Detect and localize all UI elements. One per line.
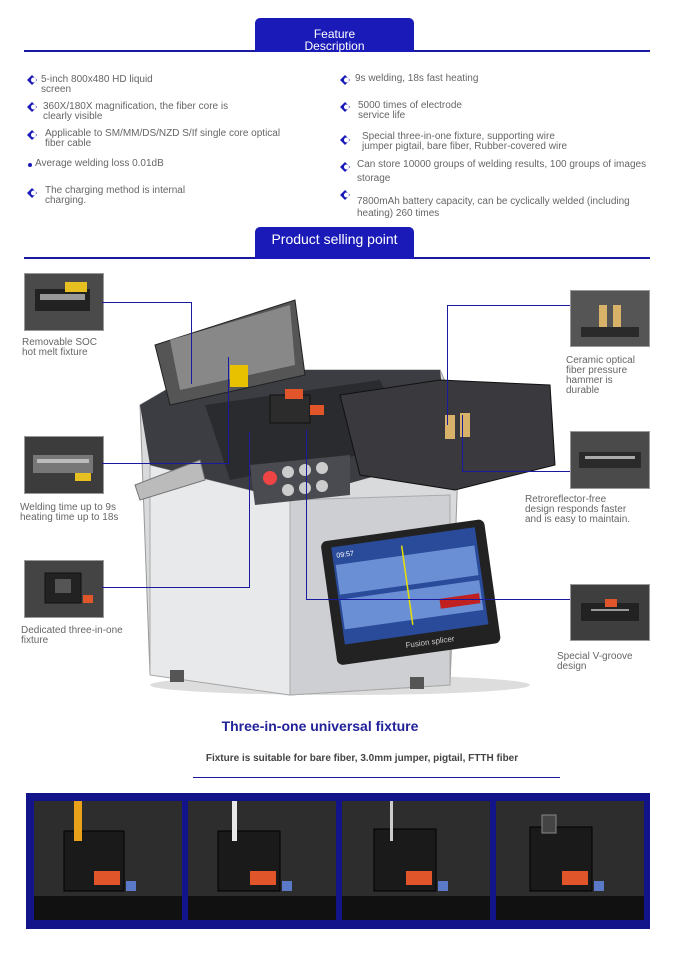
- callout-leader-line: [447, 305, 570, 306]
- product-selling-point-tab: Product selling point: [255, 227, 414, 259]
- feature-item: 360X/180X magnification, the fiber core …: [43, 101, 229, 122]
- fusion-splicer-image: 09:57 Fusion splicer: [134, 299, 556, 696]
- callout-leader-line: [462, 471, 570, 472]
- fixture-section-divider: [193, 777, 560, 778]
- callout-leader-line: [102, 302, 192, 303]
- feature-item: Special three-in-one fixture, supporting…: [362, 131, 568, 152]
- feature-description-tab: Feature Description: [255, 18, 414, 52]
- heater-thumbnail: [24, 436, 104, 494]
- diamond-bullet-icon: [340, 102, 350, 112]
- fixture-photo-bare-fiber: [34, 801, 182, 920]
- callout-v-groove: Special V-groove design: [557, 651, 633, 672]
- callout-leader-line: [462, 415, 463, 472]
- callout-leader-line: [447, 305, 448, 425]
- feature-item: Applicable to SM/MM/DS/NZD S/If single c…: [45, 128, 281, 149]
- diamond-bullet-icon: [340, 190, 350, 200]
- diamond-bullet-icon: [27, 102, 37, 112]
- feature-item: The charging method is internal charging…: [45, 185, 186, 206]
- callout-soc-fixture: Removable SOC hot melt fixture: [22, 337, 98, 358]
- diamond-bullet-icon: [340, 135, 350, 145]
- soc-fixture-thumbnail: [24, 273, 104, 331]
- callout-pressure-hammer: Ceramic optical fiber pressure hammer is…: [566, 355, 635, 396]
- feature-item: 5000 times of electrode service life: [358, 100, 462, 121]
- callout-leader-line: [306, 599, 570, 600]
- fixture-photo-jumper: [188, 801, 336, 920]
- callout-leader-line: [102, 587, 250, 588]
- diamond-bullet-icon: [27, 130, 37, 140]
- diamond-bullet-icon: [340, 162, 350, 172]
- fixture-section-subtitle: Fixture is suitable for bare fiber, 3.0m…: [205, 753, 519, 764]
- callout-leader-line: [191, 302, 192, 384]
- callout-leader-line: [306, 430, 307, 600]
- callout-retroreflector: Retroreflector-free design responds fast…: [525, 494, 631, 525]
- callout-leader-line: [228, 357, 229, 464]
- feature-tab-line2: Description: [304, 39, 365, 53]
- feature-item: 9s welding, 18s fast heating: [355, 73, 479, 84]
- diamond-bullet-icon: [27, 188, 37, 198]
- callout-leader-line: [249, 432, 250, 588]
- fixture-photo-strip: [26, 793, 650, 929]
- feature-tab-line1: Feature: [313, 27, 356, 41]
- callout-welding-time: Welding time up to 9s heating time up to…: [20, 502, 119, 523]
- feature-item: Average welding loss 0.01dB: [35, 158, 164, 169]
- fixture-photo-pigtail: [342, 801, 490, 920]
- feature-item: 5-inch 800x480 HD liquid screen: [41, 74, 153, 95]
- v-groove-thumbnail: [570, 584, 650, 641]
- diamond-bullet-icon: [27, 75, 37, 85]
- fixture-photo-ftth: [496, 801, 644, 920]
- fixture-section-title: Three-in-one universal fixture: [221, 718, 419, 734]
- dot-bullet-icon: [28, 163, 32, 167]
- diamond-bullet-icon: [340, 75, 350, 85]
- callout-dedicated-fixture: Dedicated three-in-one fixture: [21, 625, 123, 646]
- selling-tab-title: Product selling point: [271, 231, 398, 247]
- three-in-one-fixture-thumbnail: [24, 560, 104, 618]
- screen-time-label: 09:57: [336, 550, 354, 559]
- retroreflector-thumbnail: [570, 431, 650, 489]
- callout-leader-line: [102, 463, 229, 464]
- pressure-hammer-thumbnail: [570, 290, 650, 347]
- feature-item: Can store 10000 groups of welding result…: [357, 159, 647, 184]
- feature-item: 7800mAh battery capacity, can be cyclica…: [357, 196, 630, 219]
